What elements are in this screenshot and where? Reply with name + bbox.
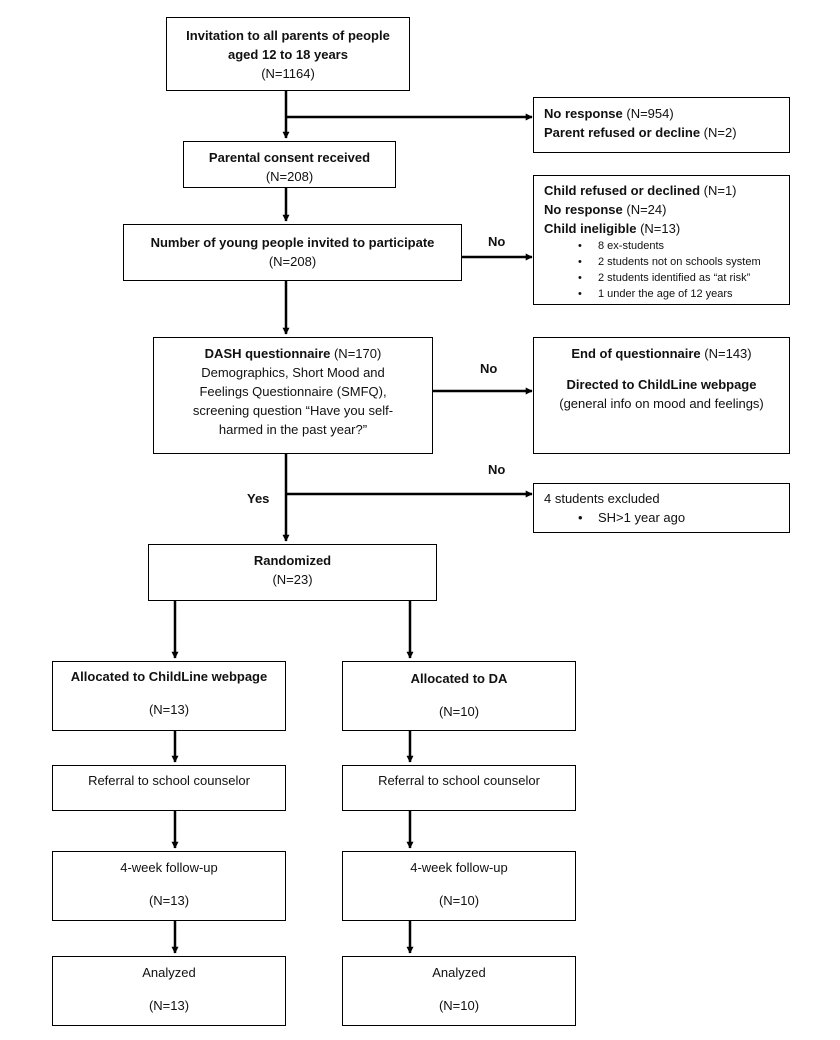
- analyzed-right-count: (N=10): [438, 998, 480, 1013]
- invited-title: Number of young people invited to partic…: [150, 235, 435, 250]
- dash-box: DASH questionnaire (N=170) Demographics,…: [153, 337, 433, 454]
- edge-label-no-invited: No: [488, 234, 506, 249]
- child-no-response-count: (N=24): [622, 202, 667, 217]
- alloc-da-box: Allocated to DA (N=10): [342, 661, 576, 731]
- parental-consent-title: Parental consent received: [208, 150, 371, 165]
- edge-label-no-exclusion: No: [488, 462, 506, 477]
- child-refused-box: Child refused or declined (N=1) No respo…: [533, 175, 790, 305]
- directed-childline: Directed to ChildLine webpage: [566, 377, 757, 392]
- invitation-count: (N=1164): [261, 66, 315, 81]
- no-response-label: No response: [544, 106, 623, 121]
- referral-left-box: Referral to school counselor: [52, 765, 286, 811]
- referral-right-title: Referral to school counselor: [378, 773, 540, 788]
- ineligible-reason-item: 2 students identified as “at risk”: [544, 270, 789, 286]
- analyzed-left-title: Analyzed: [142, 965, 196, 980]
- ineligible-reason-item: 8 ex-students: [544, 238, 789, 254]
- alloc-childline-count: (N=13): [148, 702, 190, 717]
- referral-right-box: Referral to school counselor: [342, 765, 576, 811]
- followup-right-title: 4-week follow-up: [410, 860, 508, 875]
- analyzed-right-title: Analyzed: [432, 965, 486, 980]
- excluded-box: 4 students excluded SH>1 year ago: [533, 483, 790, 533]
- no-response-count: (N=954): [622, 106, 674, 121]
- randomized-count: (N=23): [272, 572, 313, 587]
- child-refused-label: Child refused or declined: [544, 183, 701, 198]
- followup-left-title: 4-week follow-up: [120, 860, 218, 875]
- alloc-da-count: (N=10): [438, 704, 480, 719]
- excluded-title: 4 students excluded: [544, 491, 660, 506]
- ineligible-reason-item: 1 under the age of 12 years: [544, 286, 789, 302]
- analyzed-left-count: (N=13): [148, 998, 190, 1013]
- followup-right-count: (N=10): [438, 893, 480, 908]
- dash-title: DASH questionnaire: [204, 346, 331, 361]
- child-ineligible-count: (N=13): [636, 221, 681, 236]
- alloc-childline-box: Allocated to ChildLine webpage (N=13): [52, 661, 286, 731]
- end-questionnaire-title: End of questionnaire: [571, 346, 701, 361]
- invitation-line1: Invitation to all parents of people: [186, 28, 390, 43]
- excluded-reason: SH>1 year ago: [544, 508, 789, 527]
- no-response-box: No response (N=954) Parent refused or de…: [533, 97, 790, 153]
- invited-count: (N=208): [268, 254, 317, 269]
- dash-line: harmed in the past year?”: [218, 422, 368, 437]
- parent-refused-count: (N=2): [700, 125, 737, 140]
- followup-right-box: 4-week follow-up (N=10): [342, 851, 576, 921]
- invited-box: Number of young people invited to partic…: [123, 224, 462, 281]
- alloc-childline-title: Allocated to ChildLine webpage: [70, 669, 268, 684]
- analyzed-right-box: Analyzed (N=10): [342, 956, 576, 1026]
- child-no-response-label: No response: [544, 202, 623, 217]
- randomized-title: Randomized: [253, 553, 332, 568]
- parent-refused-label: Parent refused or decline: [544, 125, 701, 140]
- followup-left-box: 4-week follow-up (N=13): [52, 851, 286, 921]
- child-refused-count: (N=1): [700, 183, 737, 198]
- randomized-box: Randomized (N=23): [148, 544, 437, 601]
- followup-left-count: (N=13): [148, 893, 190, 908]
- referral-left-title: Referral to school counselor: [88, 773, 250, 788]
- dash-count: (N=170): [330, 346, 382, 361]
- end-questionnaire-box: End of questionnaire (N=143) Directed to…: [533, 337, 790, 454]
- alloc-da-title: Allocated to DA: [410, 671, 508, 686]
- dash-line: screening question “Have you self-: [192, 403, 394, 418]
- parental-consent-box: Parental consent received (N=208): [183, 141, 396, 188]
- general-info: (general info on mood and feelings): [559, 396, 764, 411]
- invitation-line2: aged 12 to 18 years: [228, 47, 348, 62]
- end-questionnaire-count: (N=143): [700, 346, 752, 361]
- dash-line: Demographics, Short Mood and: [201, 365, 385, 380]
- child-ineligible-label: Child ineligible: [544, 221, 637, 236]
- analyzed-left-box: Analyzed (N=13): [52, 956, 286, 1026]
- invitation-box: Invitation to all parents of people aged…: [166, 17, 410, 91]
- dash-line: Feelings Questionnaire (SMFQ),: [199, 384, 387, 399]
- ineligible-reason-item: 2 students not on schools system: [544, 254, 789, 270]
- edge-label-no-dash: No: [480, 361, 498, 376]
- edge-label-yes: Yes: [247, 491, 270, 506]
- parental-consent-count: (N=208): [265, 169, 314, 184]
